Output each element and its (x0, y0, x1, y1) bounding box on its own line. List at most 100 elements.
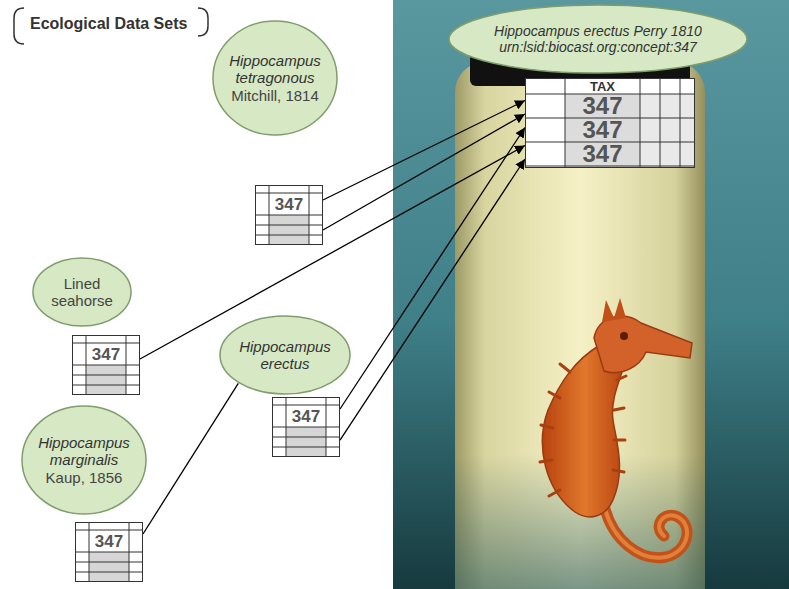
table-cell (129, 572, 143, 582)
bracket-right (198, 8, 208, 36)
table-cell (126, 343, 140, 365)
table-cell (129, 552, 143, 562)
table-cell (72, 343, 86, 365)
node-name: Hippocampus marginalis (37, 434, 130, 469)
table-cell (565, 166, 640, 168)
ellipse-node: Hippocampus tetragonousMitchill, 1814 (212, 20, 338, 136)
table-cell (89, 572, 129, 582)
table-cell (255, 193, 269, 215)
ellipse-shape (33, 258, 131, 326)
grid-line (694, 78, 695, 168)
grid-line (255, 244, 323, 245)
connector (340, 128, 525, 410)
table-cell (286, 397, 326, 405)
table-cell (272, 447, 286, 457)
ellipse-outline (212, 20, 338, 136)
taxon-id: 347 (95, 533, 123, 550)
grid-line (126, 335, 127, 395)
ellipse-shape (22, 406, 146, 514)
table-cell-box: 347 (269, 193, 309, 215)
text-group: Hippocampus erectus Perry 1810urn:lsid:b… (487, 23, 709, 55)
table-cell (660, 94, 680, 118)
grid-line (255, 185, 323, 186)
table-cell (326, 405, 340, 427)
table-cell (86, 335, 126, 343)
grid-line (286, 397, 287, 457)
grid-line (255, 193, 323, 194)
ellipse-shape (220, 316, 350, 394)
table-cell (129, 522, 143, 530)
table-cell (272, 405, 286, 427)
table-cell (525, 118, 565, 142)
table-cell (126, 365, 140, 375)
grid-line (72, 365, 140, 366)
grid-line (309, 185, 310, 245)
table-cell (286, 447, 326, 457)
grid-line (525, 118, 695, 119)
node-detail: urn:lsid:biocast.org:concept:347 (487, 39, 709, 55)
grid-line (75, 572, 143, 573)
grid-line (75, 522, 76, 582)
table-grid (75, 522, 143, 582)
grid-line (525, 94, 695, 95)
ellipse-node: Lined seahorse (32, 257, 132, 327)
node-name: Hippocampus erectus (236, 338, 334, 373)
grid-line (89, 522, 90, 582)
table-cell (89, 552, 129, 562)
ellipse-outline (21, 405, 147, 515)
data-table: 347 (72, 335, 140, 395)
jar-glass (455, 62, 705, 589)
table-cell (86, 343, 126, 365)
table-cell (75, 572, 89, 582)
table-cell (72, 335, 86, 343)
ellipse-outline (448, 4, 748, 74)
bracket-left (14, 8, 24, 44)
table-cell (680, 166, 695, 168)
table-cell (89, 530, 129, 552)
table-cell (640, 94, 660, 118)
table-cell (129, 562, 143, 572)
table-cell (269, 235, 309, 245)
table-cell (660, 142, 680, 166)
connector (323, 114, 525, 230)
table-cell (565, 142, 640, 166)
grid-line (75, 522, 143, 523)
grid-line (75, 562, 143, 563)
table-cell (75, 522, 89, 530)
grid-line (72, 335, 73, 395)
table-cell (309, 215, 323, 225)
taxon-id: 347 (292, 408, 320, 425)
table-cell (660, 78, 680, 94)
grid-line (272, 447, 340, 448)
table-cell (269, 225, 309, 235)
table-cell (286, 405, 326, 427)
ellipse-outline (32, 257, 132, 327)
grid-line (129, 522, 130, 582)
table-cell (255, 235, 269, 245)
table-cell (126, 375, 140, 385)
table-cell (565, 118, 640, 142)
table-cell (75, 552, 89, 562)
table-cell (286, 437, 326, 447)
table-cell (86, 385, 126, 395)
grid-line (269, 185, 270, 245)
table-cell (640, 142, 660, 166)
table-cell (640, 78, 660, 94)
data-table: 347 (75, 522, 143, 582)
table-cell (525, 94, 565, 118)
table-cell (72, 385, 86, 395)
grid-line (640, 78, 641, 168)
table-cell-box: 347 (286, 405, 326, 427)
table-grid (272, 397, 340, 457)
ellipse-outline (219, 315, 351, 395)
text-group: Hippocampus marginalisKaup, 1856 (37, 434, 130, 486)
jar-shade (455, 62, 705, 589)
table-grid (525, 78, 695, 168)
grid-line (139, 335, 140, 395)
table-cell (75, 530, 89, 552)
node-detail: Mitchill, 1814 (228, 87, 321, 104)
table-cell (89, 562, 129, 572)
